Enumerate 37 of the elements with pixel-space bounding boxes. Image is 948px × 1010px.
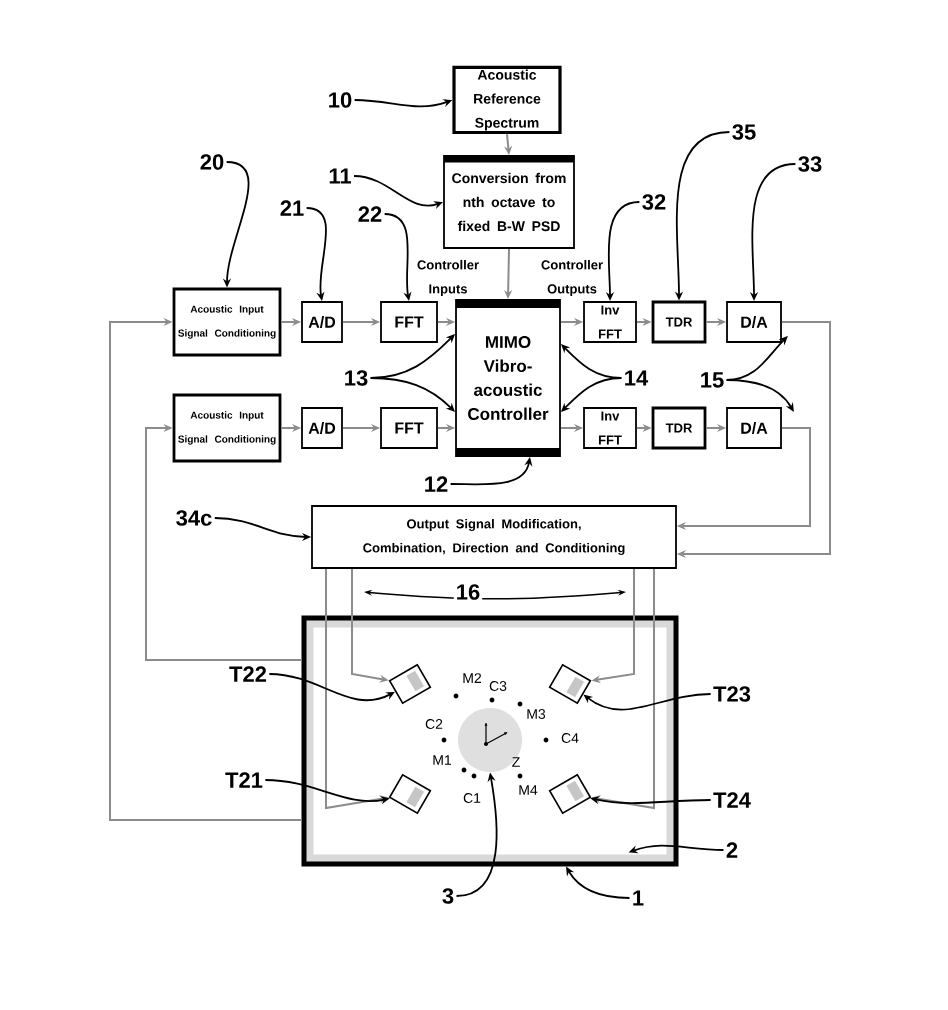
callout-number: 21 <box>280 200 304 216</box>
callout-number: 33 <box>798 156 822 172</box>
leader-line <box>725 379 794 412</box>
controller-box: MIMO Vibro-acoustic Controller <box>455 299 561 457</box>
callout-number: 13 <box>345 370 368 386</box>
fft-box: FFT <box>380 407 438 449</box>
speaker <box>388 773 432 815</box>
callout-number: 20 <box>200 154 224 170</box>
converter-box: A/D <box>301 301 343 343</box>
callout-number: 12 <box>425 476 448 492</box>
callout-number: 2 <box>726 842 738 858</box>
fft-box: FFT <box>380 301 438 343</box>
callout-number: T21 <box>225 772 263 788</box>
callout-number: 14 <box>625 370 649 386</box>
callout-number: T24 <box>713 792 751 808</box>
speaker <box>548 663 592 705</box>
callout-number: T22 <box>229 666 267 682</box>
converter-box: A/D <box>301 407 343 449</box>
callout-number: 35 <box>732 124 756 140</box>
speaker <box>388 663 432 705</box>
converter-box: D/A <box>726 407 782 449</box>
callout-number: 11 <box>329 168 351 184</box>
callout-number: 3 <box>442 888 454 904</box>
callout-number: 1 <box>633 890 644 906</box>
converter-box: D/A <box>726 301 782 343</box>
callout-number: 10 <box>329 92 352 108</box>
callout-number: 15 <box>701 372 724 388</box>
signal-arrow <box>109 317 303 821</box>
signal-arrow <box>145 423 303 661</box>
callout-number: 16 <box>453 582 483 602</box>
speaker <box>548 773 592 815</box>
callout-number: T23 <box>713 686 751 702</box>
test-object-drawing <box>458 708 522 772</box>
callout-number: 32 <box>642 194 666 210</box>
callout-number: 22 <box>358 206 382 222</box>
enclosure-wall <box>301 615 679 867</box>
callout-number: 34c <box>176 510 212 526</box>
